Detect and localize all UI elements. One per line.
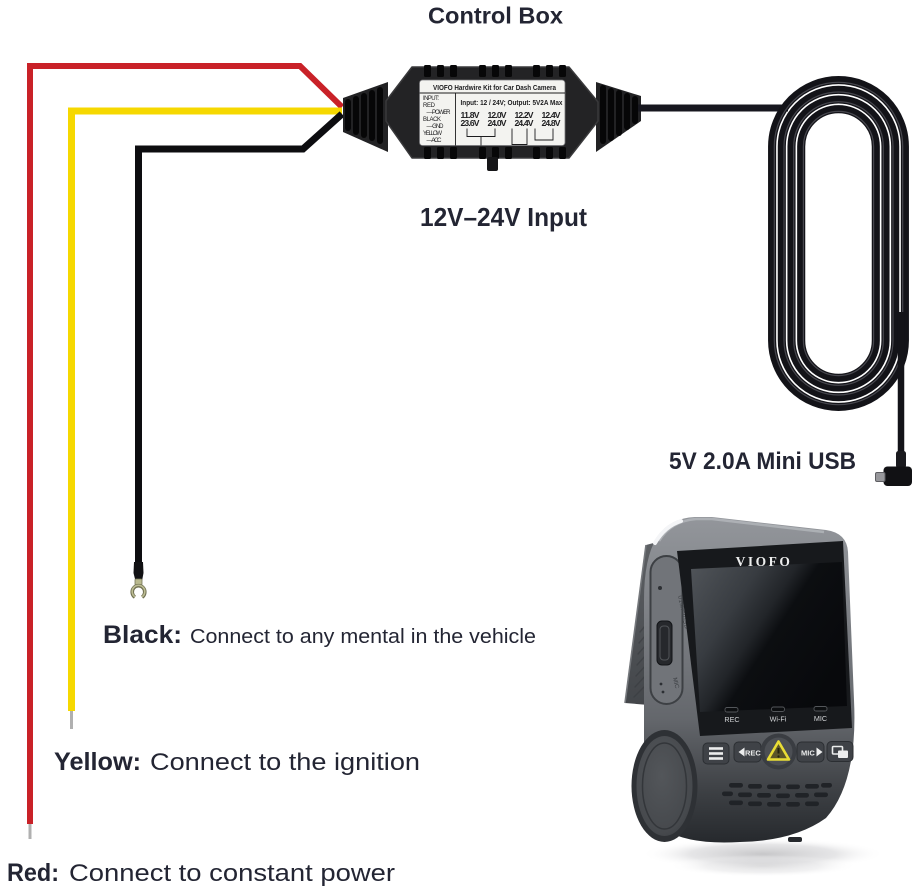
svg-text:11.8V: 11.8V	[461, 110, 480, 120]
svg-text:— ACC: — ACC	[427, 138, 443, 144]
svg-text:MIC: MIC	[814, 714, 827, 723]
svg-text:12V–24V Input: 12V–24V Input	[420, 202, 587, 232]
svg-text:24.4V: 24.4V	[515, 118, 534, 128]
svg-text:Wi-Fi: Wi-Fi	[770, 715, 787, 724]
svg-text:RED: RED	[423, 103, 436, 109]
svg-text:23.6V: 23.6V	[461, 118, 480, 128]
svg-text:— POWER: — POWER	[427, 110, 452, 116]
svg-text:Yellow:: Yellow:	[54, 748, 141, 776]
svg-text:Connect to the ignition: Connect to the ignition	[150, 749, 420, 776]
svg-text:INPUT:: INPUT:	[423, 96, 439, 102]
svg-text:YELLOW: YELLOW	[423, 131, 442, 137]
svg-text:Black:: Black:	[103, 621, 182, 649]
svg-text:MIC: MIC	[671, 677, 679, 690]
svg-text:REC: REC	[724, 715, 739, 724]
svg-text:Connect to constant power: Connect to constant power	[69, 860, 395, 887]
svg-text:5V 2.0A Mini USB: 5V 2.0A Mini USB	[669, 448, 856, 475]
svg-text:MIC: MIC	[801, 749, 815, 758]
svg-text:12.0V: 12.0V	[488, 110, 507, 120]
svg-text:Red:: Red:	[7, 859, 59, 887]
svg-text:Input: 12 / 24V; Output: 5V2A: Input: 12 / 24V; Output: 5V2A Max	[461, 98, 564, 107]
svg-text:BLACK: BLACK	[423, 117, 441, 123]
svg-text:24.8V: 24.8V	[542, 118, 561, 128]
svg-text:VIOFO Hardwire Kit for Car Das: VIOFO Hardwire Kit for Car Dash Camera	[433, 83, 557, 92]
svg-text:Connect to any mental in the v: Connect to any mental in the vehicle	[190, 626, 536, 648]
svg-text:12.2V: 12.2V	[515, 110, 534, 120]
svg-text:REC: REC	[745, 749, 761, 758]
svg-text:Control Box: Control Box	[428, 3, 563, 29]
svg-text:— GND: — GND	[427, 124, 445, 130]
svg-text:VIOFO: VIOFO	[736, 554, 793, 569]
svg-text:12.4V: 12.4V	[542, 110, 561, 120]
svg-text:24.0V: 24.0V	[488, 118, 507, 128]
